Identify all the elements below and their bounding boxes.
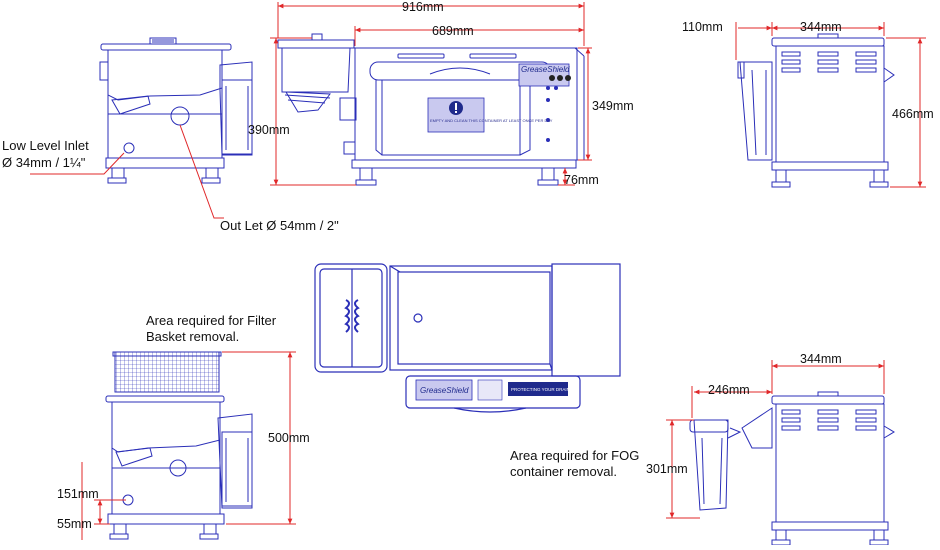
dim-height-total: 390mm xyxy=(248,123,290,137)
dim-width-top: 344mm xyxy=(800,20,842,34)
fog-note-line1: Area required for FOG xyxy=(510,448,639,463)
plan-front-label: GreaseShield PROTECTING YOUR DRAINS xyxy=(415,379,573,401)
inlet-label-line1: Low Level Inlet xyxy=(2,138,89,153)
inlet-label-line2: Ø 34mm / 1¼" xyxy=(2,155,86,170)
dim-width-bottom-view: 344mm xyxy=(800,352,842,366)
dim-lid-offset: 110mm xyxy=(682,20,723,34)
fog-removal-view xyxy=(689,391,895,546)
outlet-note: Out Let Ø 54mm / 2" xyxy=(179,124,339,233)
basket-removal-view xyxy=(105,351,253,540)
inlet-note: Low Level Inlet Ø 34mm / 1¼" xyxy=(2,138,125,175)
brand-label-front: GreaseShield xyxy=(420,386,469,395)
end-view xyxy=(737,33,895,188)
dim-height-tank: 349mm xyxy=(592,99,634,113)
warning-label: EMPTY AND CLEAN THIS CONTAINER AT LEAST … xyxy=(430,118,553,123)
dim-height-side: 466mm xyxy=(892,107,934,121)
dim-leg-height: 76mm xyxy=(564,173,599,187)
outlet-label: Out Let Ø 54mm / 2" xyxy=(220,218,339,233)
side-label-panel: GreaseShield EMPTY AND CLEAN THIS CONTAI… xyxy=(427,63,571,133)
dim-tank-length: 689mm xyxy=(432,24,474,38)
plan-view xyxy=(314,263,621,413)
dim-base-height: 55mm xyxy=(57,517,92,531)
dim-basket-clearance: 500mm xyxy=(268,431,310,445)
basket-dims xyxy=(81,351,296,540)
dim-fog-offset: 246mm xyxy=(708,383,750,397)
dim-fog-height: 301mm xyxy=(646,462,688,476)
brand-label-small: GreaseShield xyxy=(521,65,570,74)
fog-note-line2: container removal. xyxy=(510,464,617,479)
dim-overall-length: 916mm xyxy=(402,0,444,14)
tagline-label: PROTECTING YOUR DRAINS xyxy=(511,387,573,392)
fog-dims xyxy=(666,360,885,519)
side-dims xyxy=(270,2,592,186)
dim-inlet-height: 151mm xyxy=(57,487,99,501)
front-view xyxy=(99,37,253,184)
side-view xyxy=(277,33,585,186)
filter-note-line1: Area required for Filter xyxy=(146,313,277,328)
filter-note-line2: Basket removal. xyxy=(146,329,239,344)
end-dims xyxy=(735,22,926,188)
